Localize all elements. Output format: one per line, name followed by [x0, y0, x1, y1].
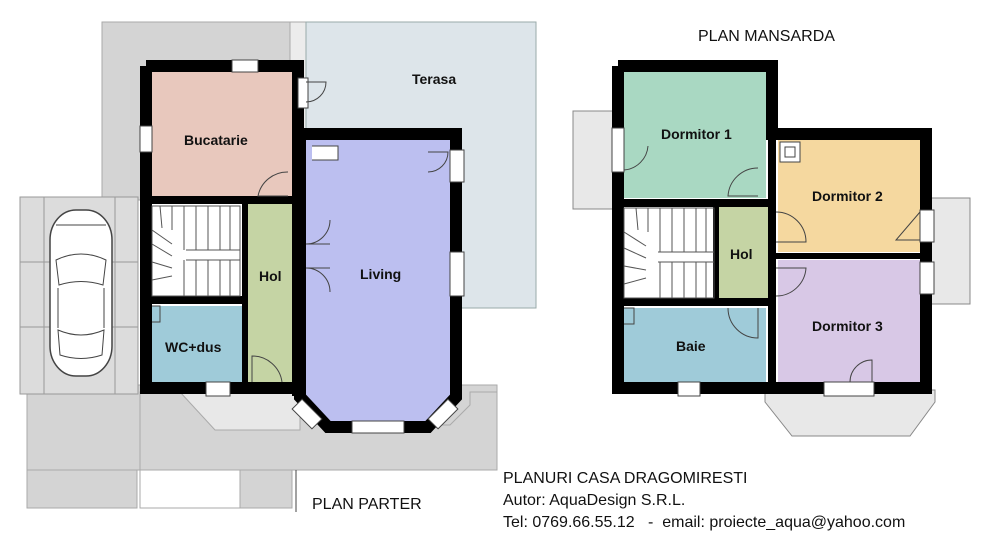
living-label: Living [360, 266, 401, 282]
bucatarie-label: Bucatarie [184, 132, 248, 148]
walls-mansarda [612, 60, 932, 394]
dormitor2-room [778, 140, 920, 252]
staircase-mansarda-icon [623, 207, 715, 299]
project-contact: Tel: 0769.66.55.12 - email: proiecte_aqu… [503, 514, 906, 531]
hol-mansarda-label: Hol [730, 246, 753, 262]
hol-mansarda-room [718, 202, 772, 302]
project-author: Autor: AquaDesign S.R.L. [503, 492, 686, 509]
dormitor1-label: Dormitor 1 [661, 126, 732, 142]
dormitor1-room [624, 72, 766, 198]
hol-room [248, 200, 298, 386]
carport [19, 196, 139, 395]
living-room [306, 140, 450, 422]
car-icon [49, 209, 113, 377]
dormitor2-label: Dormitor 2 [812, 188, 883, 204]
wc-label: WC+dus [165, 339, 222, 355]
dormitor3-label: Dormitor 3 [812, 318, 883, 334]
hol-parter-label: Hol [259, 268, 282, 284]
door-mansarda-icon [623, 141, 921, 383]
baie-room [624, 308, 766, 382]
terasa-label: Terasa [412, 71, 456, 87]
stairs-mansarda-area [624, 208, 714, 298]
balconies [572, 110, 971, 437]
ground-paving [26, 21, 498, 509]
baie-label: Baie [676, 338, 706, 354]
walls-parter [140, 60, 462, 433]
door-icon [152, 81, 449, 383]
plan-mansarda: PLAN MANSARDA [572, 28, 971, 437]
plan-parter: Terasa Bucatarie Hol Living WC+dus PLAN … [19, 21, 537, 513]
project-info: PLANURI CASA DRAGOMIRESTI Autor: AquaDes… [503, 468, 905, 534]
plan-parter-title: PLAN PARTER [312, 496, 422, 513]
project-title: PLANURI CASA DRAGOMIRESTI [503, 470, 748, 487]
window-icon [139, 59, 465, 434]
bucatarie-room [152, 72, 292, 196]
dormitor3-room [778, 260, 920, 382]
plan-mansarda-title: PLAN MANSARDA [698, 28, 835, 45]
wc-room [152, 306, 242, 382]
window-mansarda-icon [611, 127, 935, 397]
staircase-icon [151, 205, 241, 297]
